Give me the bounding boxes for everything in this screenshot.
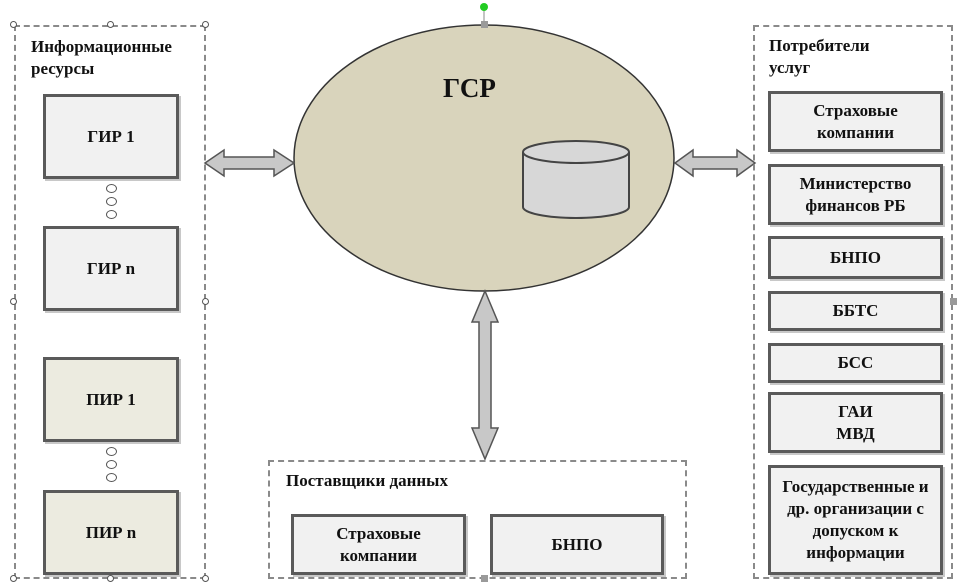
selection-handle[interactable] <box>107 575 114 582</box>
provider-bnpo-box: БНПО <box>490 514 664 575</box>
data-providers-title: Поставщики данных <box>286 471 448 490</box>
consumer-bss-box: БСС <box>768 343 943 383</box>
gsr-title: ГСР <box>443 73 496 103</box>
selection-handle[interactable] <box>481 575 488 582</box>
gir-1-box: ГИР 1 <box>43 94 179 179</box>
double-arrow-vertical <box>470 289 500 461</box>
consumer-minfin-box: Министерство финансов РБ <box>768 164 943 225</box>
consumer-bbts-box: ББТС <box>768 291 943 331</box>
pir-n-box: ПИР n <box>43 490 179 575</box>
gir-n-box: ГИР n <box>43 226 179 311</box>
double-arrow-right <box>673 148 757 178</box>
provider-insurance-box: Страховые компании <box>291 514 466 575</box>
ellipsis-dots-icon <box>106 184 117 223</box>
selection-handle[interactable] <box>202 21 209 28</box>
info-resources-title: Информационные ресурсы <box>31 37 172 78</box>
selection-handle[interactable] <box>950 298 957 305</box>
consumer-insurance-box: Страховые компании <box>768 91 943 152</box>
consumer-gai-mvd-box: ГАИ МВД <box>768 392 943 453</box>
selection-handle[interactable] <box>10 575 17 582</box>
selection-handle[interactable] <box>10 21 17 28</box>
selection-handle[interactable] <box>202 298 209 305</box>
ellipsis-dots-icon <box>106 447 117 486</box>
consumer-bnpo-box: БНПО <box>768 236 943 279</box>
database-cylinder-icon <box>522 140 630 219</box>
consumer-state-orgs-box: Государственные и др. организации с допу… <box>768 465 943 575</box>
pir-1-box: ПИР 1 <box>43 357 179 442</box>
data-providers-group <box>268 460 687 579</box>
double-arrow-left <box>203 148 296 178</box>
rotation-handle <box>480 3 488 11</box>
selection-handle[interactable] <box>202 575 209 582</box>
selection-handle[interactable] <box>10 298 17 305</box>
service-consumers-title: Потребители услуг <box>769 36 870 77</box>
selection-handle[interactable] <box>107 21 114 28</box>
